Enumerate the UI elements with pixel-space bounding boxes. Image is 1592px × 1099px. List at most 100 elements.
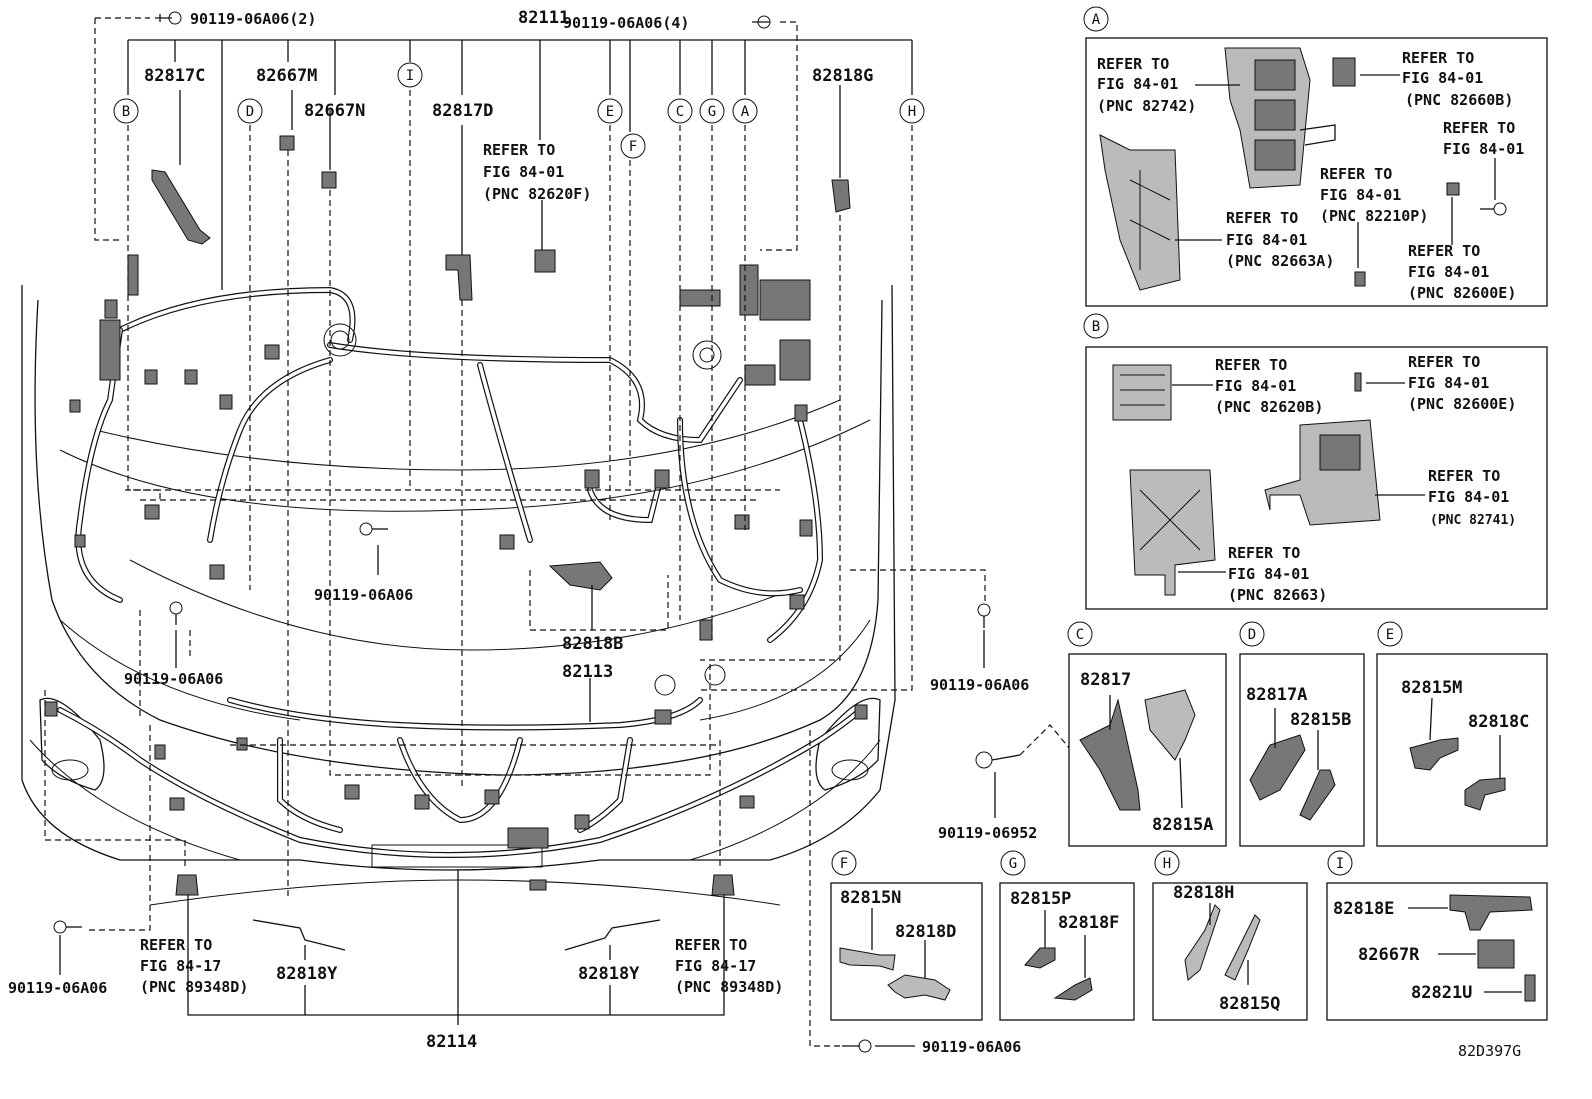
part-number-82113[interactable]: 82113 [562,662,613,682]
panel-B-ref2-line1[interactable]: REFER TO [1408,353,1480,371]
panel-A-ref4-line1[interactable]: REFER TO [1320,165,1392,183]
clip-82667N-shape[interactable] [321,171,337,189]
panel-B-ref3-line3[interactable]: (PNC 82741) [1430,513,1516,528]
callout-D: D [246,104,254,120]
callout-G: G [708,104,716,120]
refer-br-line3[interactable]: (PNC 89348D) [675,978,783,996]
bracket-82817D-shape[interactable] [445,254,473,301]
part-number-82817C[interactable]: 82817C [144,66,205,86]
bolt-label-top-left[interactable]: 90119-06A06(2) [190,10,316,28]
panel-C-part1[interactable]: 82817 [1080,670,1131,690]
part-number-82111[interactable]: 82111 [518,8,569,28]
panel-G-part2[interactable]: 82818F [1058,913,1119,933]
bolt-label-top-right[interactable]: 90119-06A06(4) [563,14,689,32]
refer-center-line3[interactable]: (PNC 82620F) [483,185,591,203]
panel-E-part1[interactable]: 82815M [1401,678,1462,698]
panel-A-ref6-line1[interactable]: REFER TO [1408,242,1480,260]
part-number-82817D[interactable]: 82817D [432,101,493,121]
panel-A-ref6-line3[interactable]: (PNC 82600E) [1408,284,1516,302]
panel-A-ref2-line3[interactable]: (PNC 82660B) [1405,91,1513,109]
refer-br-line1[interactable]: REFER TO [675,936,747,954]
bumper-wire-harness-82114[interactable] [57,707,863,868]
protector-82818Y-left-shape[interactable] [252,919,346,951]
part-number-82818Y-right[interactable]: 82818Y [578,964,640,984]
panel-A-ref3-line2[interactable]: FIG 84-01 [1443,140,1524,158]
panel-A-ref4-line3[interactable]: (PNC 82210P) [1320,207,1428,225]
panel-G-part1[interactable]: 82815P [1010,889,1071,909]
panel-A-ref1-line3[interactable]: (PNC 82742) [1097,97,1196,115]
panel-G-labels: 82815P 82818F [1010,889,1119,933]
detail-panel-I: I [1326,850,1548,1021]
panel-A-letter: A [1092,12,1101,28]
part-number-82818G[interactable]: 82818G [812,66,873,86]
bolt-label-right[interactable]: 90119-06A06 [930,676,1029,694]
refer-bl-line3[interactable]: (PNC 89348D) [140,978,248,996]
panel-A-ref3-line1[interactable]: REFER TO [1443,119,1515,137]
relay-82620F-shape[interactable] [534,249,556,273]
bracket-82818B-shape[interactable] [548,561,613,591]
grommet-89348D-left[interactable] [175,874,199,896]
refer-bl-line1[interactable]: REFER TO [140,936,212,954]
panel-A-ref4-line2[interactable]: FIG 84-01 [1320,186,1401,204]
refer-bl-line2[interactable]: FIG 84-17 [140,957,221,975]
panel-E-part2[interactable]: 82818C [1468,712,1529,732]
panel-B-ref3-line1[interactable]: REFER TO [1428,467,1500,485]
panel-A-ref2-line2[interactable]: FIG 84-01 [1402,69,1483,87]
panel-B-ref4-line3[interactable]: (PNC 82663) [1228,586,1327,604]
protector-82818Y-right-shape[interactable] [564,919,661,951]
panel-A-ref1-line2[interactable]: FIG 84-01 [1097,75,1178,93]
part-number-82818Y-left[interactable]: 82818Y [276,964,338,984]
bolt-icon [53,11,1021,1053]
panel-A-ref5-line1[interactable]: REFER TO [1226,209,1298,227]
panel-B-ref2-line2[interactable]: FIG 84-01 [1408,374,1489,392]
panel-I-part1[interactable]: 82818E [1333,899,1394,919]
panel-I-letter: I [1336,856,1344,872]
panel-D-part2[interactable]: 82815B [1290,710,1351,730]
bolt-label-bottom-right[interactable]: 90119-06A06 [922,1038,1021,1056]
part-number-82667M[interactable]: 82667M [256,66,317,86]
panel-F-part1[interactable]: 82815N [840,888,901,908]
panel-A-ref1-line1[interactable]: REFER TO [1097,55,1169,73]
bolt-label-center[interactable]: 90119-06A06 [314,586,413,604]
clamp-82817C-shape[interactable] [151,169,211,245]
callout-I: I [406,68,414,84]
panel-B-ref4-line2[interactable]: FIG 84-01 [1228,565,1309,583]
panel-B-ref1-line2[interactable]: FIG 84-01 [1215,377,1296,395]
panel-I-part3[interactable]: 82821U [1411,983,1472,1003]
detail-panel-A: A [1083,6,1548,307]
bolt-label-c-detail[interactable]: 90119-06952 [938,824,1037,842]
part-number-82667N[interactable]: 82667N [304,101,365,121]
refer-br-line2[interactable]: FIG 84-17 [675,957,756,975]
panel-I-part2[interactable]: 82667R [1358,945,1420,965]
callout-circles [113,62,925,159]
panel-B-ref2-line3[interactable]: (PNC 82600E) [1408,395,1516,413]
bolt-label-bottom-left[interactable]: 90119-06A06 [8,979,107,997]
panel-B-ref4-line1[interactable]: REFER TO [1228,544,1300,562]
part-number-82818B[interactable]: 82818B [562,634,623,654]
bolt-label-left[interactable]: 90119-06A06 [124,670,223,688]
panel-A-ref5-line2[interactable]: FIG 84-01 [1226,231,1307,249]
panel-B-ref3-line2[interactable]: FIG 84-01 [1428,488,1509,506]
clamp-82818G-shape[interactable] [831,179,851,213]
panel-A-ref6-line2[interactable]: FIG 84-01 [1408,263,1489,281]
part-number-82114[interactable]: 82114 [426,1032,477,1052]
front-wire-harness-82113[interactable] [227,697,703,833]
refer-center-line1[interactable]: REFER TO [483,141,555,159]
callout-F: F [629,139,637,155]
panel-F-part2[interactable]: 82818D [895,922,956,942]
engine-wire-harness-82111[interactable] [75,286,824,643]
panel-H-part2[interactable]: 82815Q [1219,994,1280,1014]
refer-center-line2[interactable]: FIG 84-01 [483,163,564,181]
panel-A-ref5-line3[interactable]: (PNC 82663A) [1226,252,1334,270]
panel-H-part1[interactable]: 82818H [1173,883,1234,903]
panel-A-refs: REFER TO FIG 84-01 (PNC 82742) REFER TO … [1097,49,1524,302]
panel-C-part2[interactable]: 82815A [1152,815,1213,835]
grommet-89348D-right[interactable] [711,874,735,896]
clip-82667M-shape[interactable] [279,135,295,151]
panel-B-ref1-line3[interactable]: (PNC 82620B) [1215,398,1323,416]
panel-D-part1[interactable]: 82817A [1246,685,1307,705]
panel-B-ref1-line1[interactable]: REFER TO [1215,356,1287,374]
panel-A-ref2-line1[interactable]: REFER TO [1402,49,1474,67]
callout-E: E [606,104,614,120]
